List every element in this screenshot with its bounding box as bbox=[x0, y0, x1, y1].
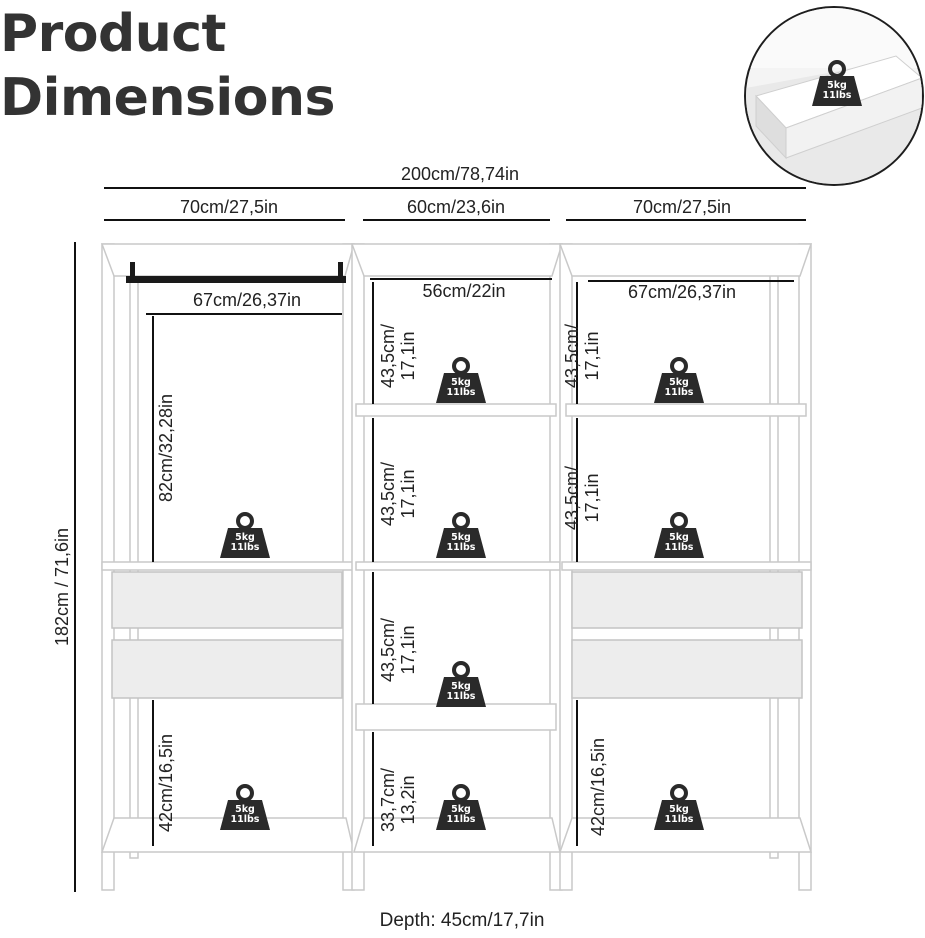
left-hanging-label: 82cm/32,28in bbox=[156, 393, 176, 502]
middle-inner-line bbox=[370, 278, 552, 280]
middle-bottom-label: 33,7cm/13,2in bbox=[378, 767, 418, 832]
weight-icon bbox=[654, 357, 704, 403]
right-gap1-line bbox=[576, 282, 578, 404]
weight-icon bbox=[436, 512, 486, 558]
depth-label: Depth: 45cm/17,7in bbox=[379, 910, 545, 931]
middle-width-label: 60cm/23,6in bbox=[406, 197, 506, 217]
weight-icon bbox=[436, 784, 486, 830]
weight-icon bbox=[220, 512, 270, 558]
weight-icon bbox=[220, 784, 270, 830]
right-width-line bbox=[566, 219, 806, 221]
middle-bottom-line bbox=[372, 732, 374, 846]
left-hanging-line bbox=[152, 316, 154, 562]
weight-icon bbox=[436, 357, 486, 403]
page-title: Product Dimensions bbox=[0, 2, 335, 130]
middle-inner-label: 56cm/22in bbox=[422, 281, 506, 301]
left-drawer-top bbox=[111, 571, 343, 629]
middle-gap3-label: 43,5cm/17,1in bbox=[378, 617, 418, 682]
right-gap1-label: 43,5cm/17,1in bbox=[562, 323, 602, 388]
total-width-label: 200cm/78,74in bbox=[400, 164, 520, 184]
total-width-line bbox=[104, 187, 806, 189]
right-inner-label: 67cm/26,37in bbox=[627, 282, 737, 302]
left-drawer-bottom bbox=[111, 639, 343, 699]
height-line bbox=[74, 242, 76, 892]
title-line-2: Dimensions bbox=[0, 68, 335, 128]
middle-width-line bbox=[363, 219, 550, 221]
middle-gap2-label: 43,5cm/17,1in bbox=[378, 461, 418, 526]
weight-icon bbox=[812, 60, 862, 106]
middle-gap1-line bbox=[372, 282, 374, 404]
left-bottom-line bbox=[152, 700, 154, 846]
title-line-1: Product bbox=[0, 4, 226, 64]
middle-gap3-line bbox=[372, 572, 374, 704]
middle-gap2-line bbox=[372, 418, 374, 562]
weight-icon bbox=[654, 512, 704, 558]
hanging-rail bbox=[126, 276, 346, 283]
right-inner-line bbox=[588, 280, 794, 282]
middle-gap1-label: 43,5cm/17,1in bbox=[378, 323, 418, 388]
left-back-post bbox=[129, 261, 139, 859]
weight-icon bbox=[654, 784, 704, 830]
left-width-line bbox=[104, 219, 345, 221]
right-drawer-bottom bbox=[571, 639, 803, 699]
left-width-label: 70cm/27,5in bbox=[179, 197, 279, 217]
right-gap2-line bbox=[576, 418, 578, 562]
left-rail-label: 67cm/26,37in bbox=[192, 290, 302, 310]
right-width-label: 70cm/27,5in bbox=[632, 197, 732, 217]
right-bottom-line bbox=[576, 700, 578, 846]
right-back-post bbox=[769, 261, 779, 859]
left-bottom-label: 42cm/16,5in bbox=[156, 733, 176, 832]
left-rail-line bbox=[146, 313, 342, 315]
right-drawer-top bbox=[571, 571, 803, 629]
right-gap2-label: 43,5cm/17,1in bbox=[562, 465, 602, 530]
weight-icon bbox=[436, 661, 486, 707]
right-bottom-label: 42cm/16,5in bbox=[588, 737, 608, 836]
